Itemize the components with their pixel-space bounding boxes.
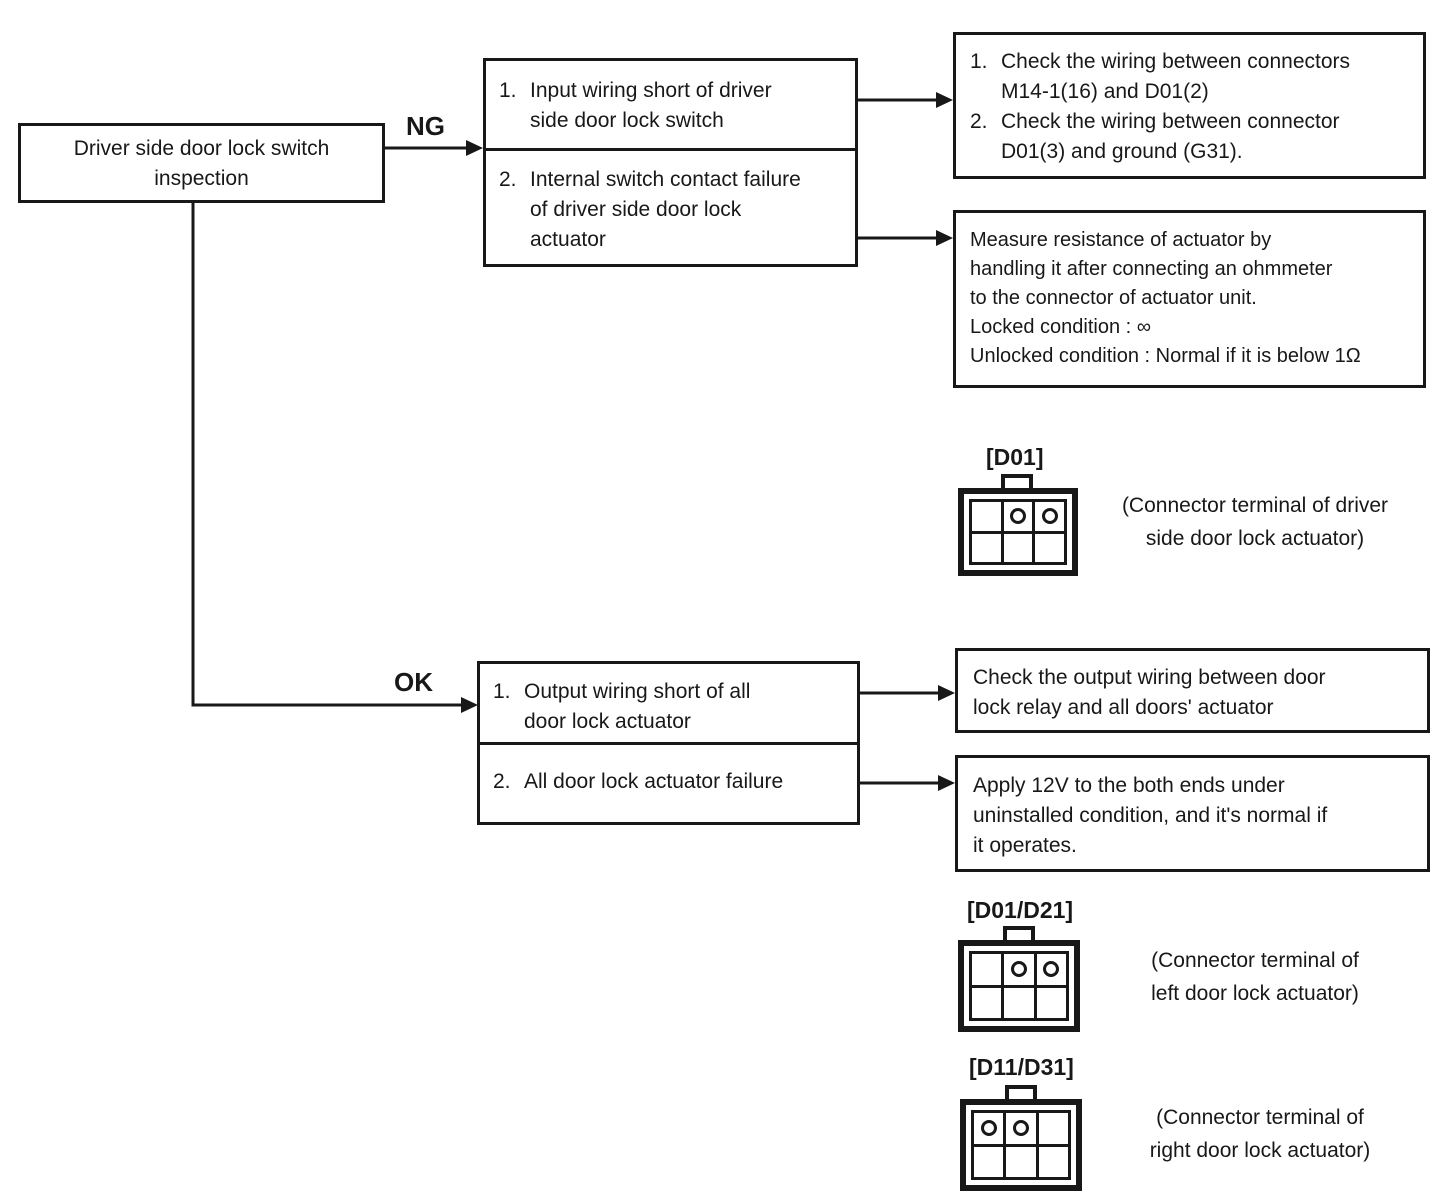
list-item: 1. Check the wiring between connectors M… [970,47,1415,107]
ok-check-arrowhead [938,685,955,701]
connector-d01-id: [D01] [986,444,1044,470]
connector-d01d21-caption: (Connector terminal of left door lock ac… [1151,949,1359,1005]
ok-branch-line [191,202,461,707]
connector-cell [1036,954,1066,985]
pin-hole [1010,961,1027,978]
ok-apply-text: Apply 12V to the both ends under uninsta… [973,774,1328,857]
ng-check-box: 1. Check the wiring between connectors M… [953,32,1426,179]
item-number: 1. [499,79,517,102]
item-text: Input wiring short of driver side door l… [530,79,772,132]
connector-d01-caption: (Connector terminal of driver side door … [1121,494,1389,550]
pin-hole [1012,1120,1029,1137]
ng-cause-section-2: 2. Internal switch contact failure of dr… [486,151,855,267]
ng-measure-box: Measure resistance of actuator by handli… [953,210,1426,388]
ok-branch-arrowhead [461,697,478,713]
connector-cell [1036,987,1066,1018]
item-text: All door lock actuator failure [524,770,784,793]
connector-cell [972,987,1002,1018]
ok-cause-box: 1. Output wiring short of all door lock … [477,661,860,825]
item-number: 2. [493,770,511,793]
ok-check-text: Check the output wiring between door loc… [973,666,1326,719]
connector-pin-grid [969,499,1067,565]
start-box: Driver side door lock switch inspection [18,123,385,203]
ng-branch-arrowhead [466,140,483,156]
connector-cell [1035,502,1064,531]
ng-check-arrowhead [936,92,953,108]
connector-cell [1006,1146,1036,1177]
item-number: 1. [493,680,511,703]
ok-branch-label: OK [394,667,433,697]
ng-measure-text: Measure resistance of actuator by handli… [970,229,1361,367]
connector-pin-grid [971,1110,1071,1180]
connector-d11d31-caption: (Connector terminal of right door lock a… [1149,1106,1371,1162]
pin-hole [1009,508,1026,525]
connector-pin-grid [969,951,1069,1021]
item-text: Check the wiring between connector D01(3… [1001,110,1340,163]
ok-cause-section-2: 2. All door lock actuator failure [480,745,857,825]
list-item: 1. Input wiring short of driver side doo… [499,76,847,136]
connector-cell [1006,1113,1036,1144]
item-number: 2. [499,168,517,191]
connector-cell [1038,1146,1068,1177]
list-item: 2. Check the wiring between connector D0… [970,107,1415,167]
connector-cell [974,1113,1004,1144]
connector-cell [972,954,1002,985]
connector-d11d31-id: [D11/D31] [969,1054,1074,1080]
connector-cell [1004,954,1034,985]
item-text: Check the wiring between connectors M14-… [1001,50,1351,103]
connector-cell [1004,987,1034,1018]
ok-check-box: Check the output wiring between door loc… [955,648,1430,733]
connector-cell [1003,533,1033,562]
connector-cell [1003,502,1033,531]
ok-apply-arrowhead [938,775,955,791]
connector-cell [1035,533,1064,562]
connector-cell [972,533,1001,562]
item-text: Internal switch contact failure of drive… [530,168,801,251]
connector-d01d21-id: [D01/D21] [967,897,1074,923]
list-item: 2. Internal switch contact failure of dr… [499,165,847,255]
list-item: 1. Output wiring short of all door lock … [493,677,849,737]
item-number: 2. [970,110,988,133]
connector-d11d31-diagram [960,1099,1082,1191]
list-item: 2. All door lock actuator failure [493,767,849,797]
pin-hole [980,1120,997,1137]
ng-cause-section-1: 1. Input wiring short of driver side doo… [486,61,855,151]
connector-cell [1038,1113,1068,1144]
ok-apply-box: Apply 12V to the both ends under uninsta… [955,755,1430,872]
connector-d01-diagram [958,488,1078,576]
start-box-label: Driver side door lock switch inspection [73,137,330,190]
pin-hole [1041,508,1058,525]
connector-cell [972,502,1001,531]
item-number: 1. [970,50,988,73]
item-text: Output wiring short of all door lock act… [524,680,751,733]
ng-branch-label: NG [406,111,445,141]
ng-cause-box: 1. Input wiring short of driver side doo… [483,58,858,267]
connector-cell [974,1146,1004,1177]
ok-cause-section-1: 1. Output wiring short of all door lock … [480,664,857,745]
connector-d01d21-diagram [958,940,1080,1032]
ng-measure-arrowhead [936,230,953,246]
pin-hole [1043,961,1060,978]
